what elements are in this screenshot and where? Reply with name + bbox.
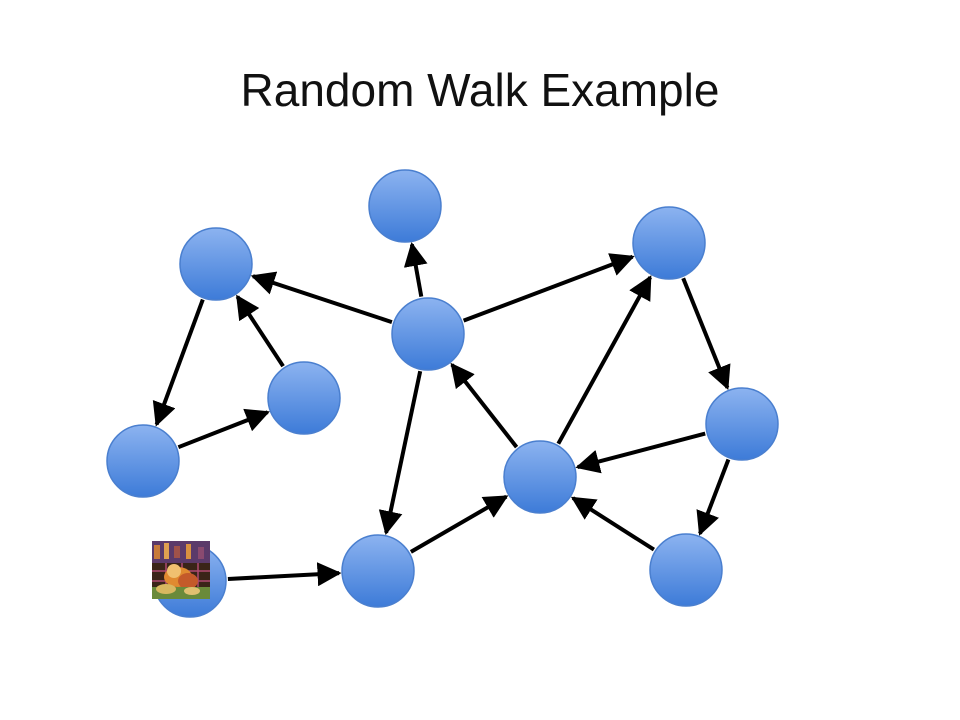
nodes-layer: [106, 169, 779, 618]
edge-n-center-to-n-bottom-center-left: [378, 370, 423, 536]
node-right: [705, 387, 779, 461]
edge-n-bottom-right-to-n-lower-center: [570, 496, 655, 552]
edge-n-bottom-center-left-to-n-lower-center: [409, 494, 509, 554]
walker-photo-icon: [152, 541, 210, 599]
edge-n-right-to-n-bottom-right: [696, 458, 731, 536]
edge-n-center-to-n-upper-right: [462, 253, 635, 323]
node-upper-left: [179, 227, 253, 301]
edge-n-lower-left-to-n-mid-left: [177, 408, 270, 450]
edge-n-mid-left-to-n-upper-left: [235, 294, 285, 368]
node-center: [391, 297, 465, 371]
node-lower-left: [106, 424, 180, 498]
node-top: [368, 169, 442, 243]
node-upper-right: [632, 206, 706, 280]
node-mid-left: [267, 361, 341, 435]
edge-n-right-to-n-lower-center: [575, 431, 706, 474]
edge-n-start-to-n-bottom-center-left: [227, 562, 342, 587]
edge-n-upper-left-to-n-lower-left: [152, 298, 205, 427]
slide-title: Random Walk Example: [240, 64, 720, 116]
edge-n-center-to-n-top: [403, 242, 428, 297]
node-bottom-right: [649, 533, 723, 607]
node-lower-center: [503, 440, 577, 514]
edge-n-lower-center-to-n-upper-right: [556, 275, 652, 445]
edge-n-center-to-n-upper-left: [250, 271, 393, 324]
edge-n-upper-right-to-n-right: [681, 277, 731, 391]
edge-n-lower-center-to-n-center: [450, 362, 519, 449]
node-bottom-center-left: [341, 534, 415, 608]
edges-layer: [152, 242, 731, 587]
